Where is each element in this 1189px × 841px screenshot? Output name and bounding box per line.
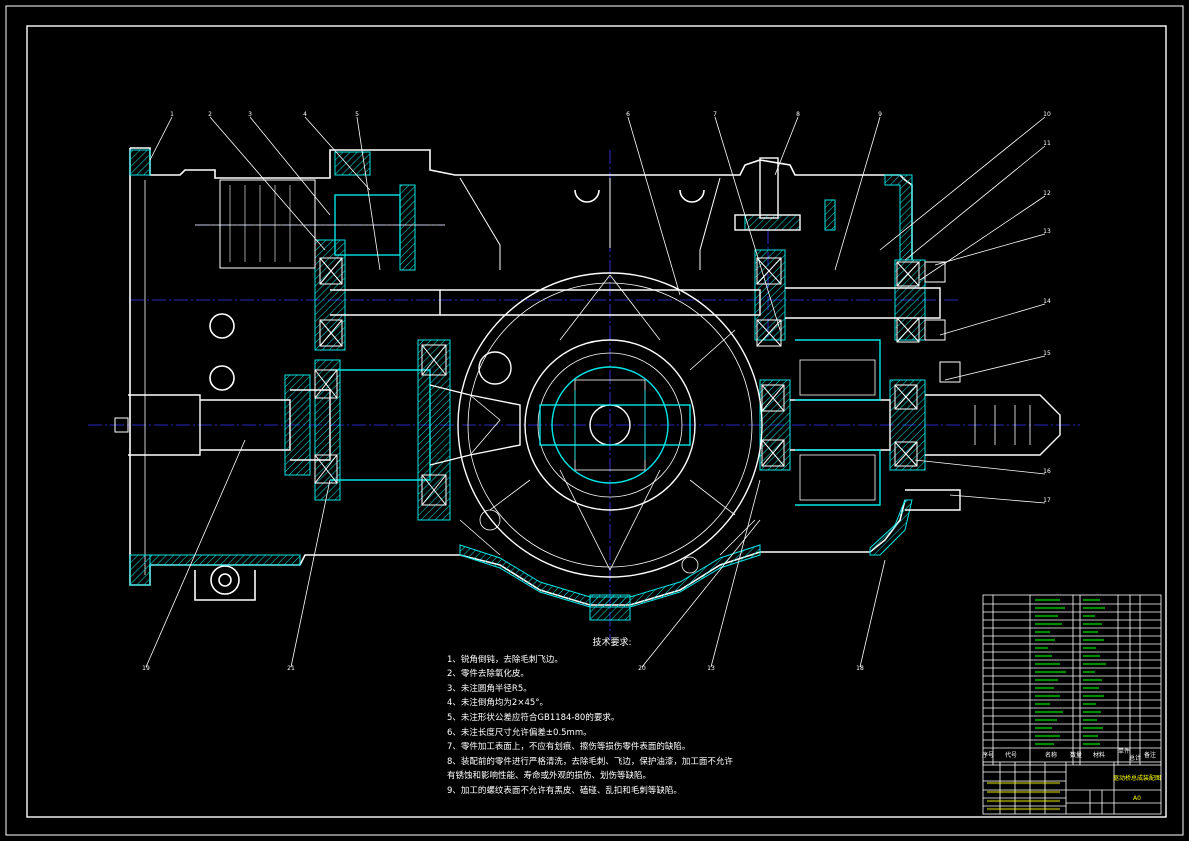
balloons-top: 1 2 3 4 5 6 7 8 9 10 11 12 13 14 15 16 1…: [170, 111, 1051, 504]
balloon-11: 11: [1043, 140, 1051, 147]
balloon-9: 9: [878, 111, 882, 118]
balloon-10: 10: [1043, 111, 1051, 118]
tech-req-item: 2、零件去除氧化皮。: [447, 669, 529, 680]
bearings: [314, 257, 920, 506]
balloon-15: 15: [1043, 350, 1051, 357]
tech-req-title: 技术要求:: [592, 638, 632, 648]
differential-assembly: [457, 272, 763, 578]
balloon-1: 1: [170, 111, 174, 118]
bom-part-rows: [987, 598, 1106, 811]
balloon-3: 3: [248, 111, 252, 118]
tech-req-item: 3、未注圆角半径R5。: [447, 683, 532, 694]
tech-req-item: 6、未注长度尺寸允许偏差±0.5mm。: [447, 727, 592, 738]
outer-border: [5, 5, 1184, 836]
bom-col-name: 名称: [1045, 751, 1057, 759]
drawing-name: 驱动桥总成装配图: [1113, 774, 1161, 782]
sheet-size: A0: [1133, 795, 1141, 802]
balloon-5: 5: [355, 111, 359, 118]
tech-req-item: 5、未注形状公差应符合GB1184-80的要求。: [447, 712, 620, 723]
balloon-17: 17: [1043, 497, 1051, 504]
bom-col-code: 代号: [1005, 751, 1017, 759]
balloon-20: 20: [638, 665, 646, 672]
bom-col-remark: 备注: [1144, 751, 1156, 759]
balloon-12: 12: [1043, 190, 1051, 197]
bom-col-seq: 序号: [982, 751, 994, 759]
balloons-bottom: 19 21 20 13 18: [142, 665, 864, 672]
section-hatching: [129, 149, 926, 621]
tech-req-item: 7、零件加工表面上，不应有划痕、擦伤等损伤零件表面的缺陷。: [447, 742, 691, 753]
balloon-14: 14: [1043, 298, 1051, 305]
balloon-18: 18: [856, 665, 864, 672]
balloon-4: 4: [303, 111, 307, 118]
balloon-8: 8: [796, 111, 800, 118]
technical-requirements: 技术要求: 1、锐角倒钝，去除毛刺飞边。 2、零件去除氧化皮。 3、未注圆角半径…: [447, 636, 777, 799]
tech-req-item: 1、锐角倒钝，去除毛刺飞边。: [447, 654, 563, 665]
balloon-6: 6: [626, 111, 630, 118]
title-block: [982, 594, 1162, 815]
balloon-2: 2: [208, 111, 212, 118]
bom-col-material: 材料: [1093, 751, 1105, 759]
tech-req-item: 8、装配前的零件进行严格清洗，去除毛刺、飞边，保护油漆，加工面不允许: [447, 756, 733, 767]
bom-col-qty: 数量: [1070, 751, 1082, 759]
balloon-13: 13: [1043, 228, 1051, 235]
balloon-16: 16: [1043, 468, 1051, 475]
tech-req-item: 9、加工的螺纹表面不允许有黑皮、磕碰、乱扣和毛刺等缺陷。: [447, 785, 682, 796]
inner-border: [26, 25, 1167, 818]
tech-req-item: 有锈蚀和影响性能、寿命或外观的损伤、划伤等缺陷。: [447, 771, 652, 782]
balloon-21: 21: [287, 665, 295, 672]
balloon-13b: 13: [707, 665, 715, 672]
shafts-and-gears: [114, 157, 1061, 511]
balloon-19: 19: [142, 665, 150, 672]
bom-col-unit: 单件: [1118, 747, 1130, 755]
balloon-7: 7: [713, 111, 717, 118]
bom-col-total: 总计: [1129, 754, 1141, 762]
tech-req-item: 4、未注倒角均为2×45°。: [447, 698, 549, 709]
bom-header: 序号 代号 名称 数量 材料 单件 总计 备注: [982, 747, 1156, 762]
leader-lines: [145, 116, 1046, 668]
